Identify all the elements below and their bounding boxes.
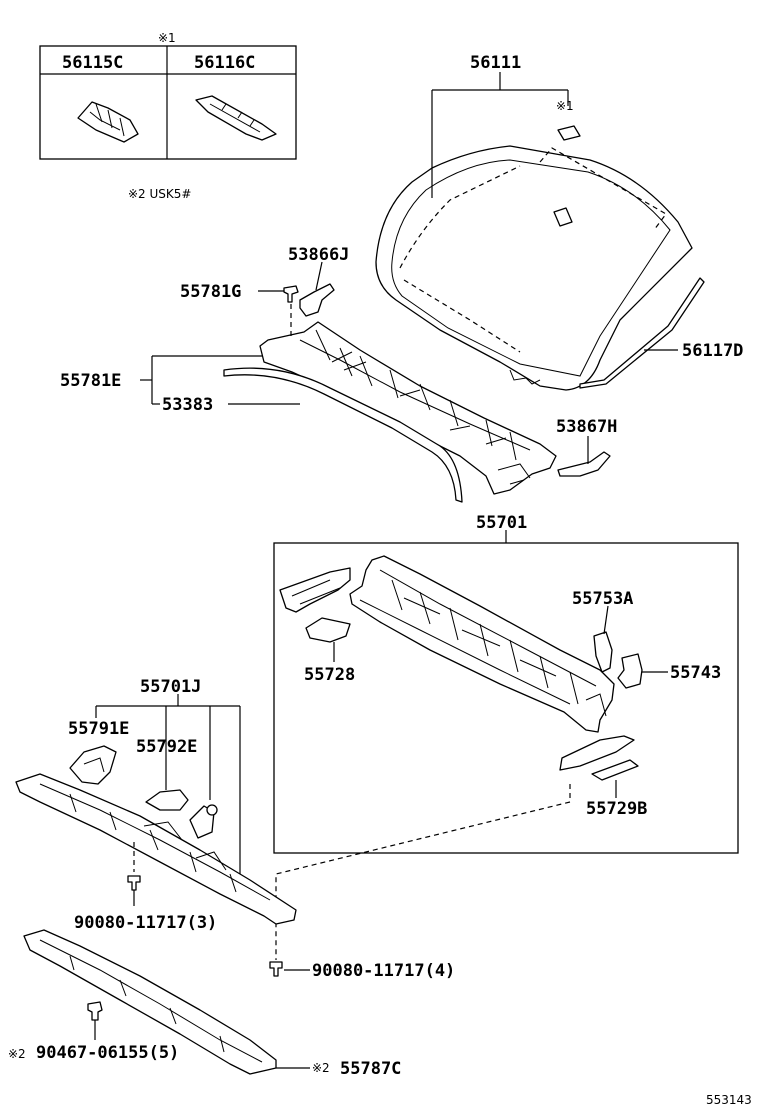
bracket-55753A	[593, 631, 613, 673]
part-label-55781E[interactable]: 55781E	[60, 371, 121, 391]
part-label-55701[interactable]: 55701	[476, 513, 527, 533]
bracket-55792E	[145, 738, 189, 811]
bracket-small-55701J	[189, 804, 218, 839]
cowl-inner-panel-55701J	[15, 773, 297, 925]
diagram-id: 553143	[706, 1093, 752, 1107]
bracket-55728-lower	[305, 617, 351, 643]
bolt-90080-4	[269, 961, 283, 977]
cowl-seal-53383	[223, 367, 463, 503]
part-label-53867H[interactable]: 53867H	[556, 417, 617, 437]
clip-55781G	[283, 285, 299, 303]
cowl-panel-55701-drawing	[349, 555, 615, 733]
seal-53867H	[557, 451, 611, 477]
part-label-55791E[interactable]: 55791E	[68, 719, 129, 739]
clip-inset-box: ※1 56115C 56116C	[39, 31, 297, 160]
part-label-55728[interactable]: 55728	[304, 665, 355, 685]
note2-cowl-label: ※2	[312, 1061, 330, 1075]
part-label-55729B[interactable]: 55729B	[586, 799, 647, 819]
part-label-56116C[interactable]: 56116C	[194, 53, 255, 73]
part-label-55787C[interactable]: 55787C	[340, 1059, 401, 1079]
part-label-90080-11717-4[interactable]: 90080-11717(4)	[312, 961, 455, 981]
part-label-55792E[interactable]: 55792E	[136, 737, 197, 757]
part-label-53866J[interactable]: 53866J	[288, 245, 349, 265]
part-label-55743[interactable]: 55743	[670, 663, 721, 683]
bracket-55791E	[69, 745, 117, 785]
part-label-56115C[interactable]: 56115C	[62, 53, 123, 73]
bolt-90080-3	[127, 875, 141, 891]
part-label-56117D[interactable]: 56117D	[682, 341, 743, 361]
bracket-53866J	[299, 283, 335, 317]
part-label-56111[interactable]: 56111	[470, 53, 521, 73]
windshield-glass	[375, 125, 693, 391]
bracket-55729B	[559, 735, 639, 781]
bolt-90467	[87, 1001, 103, 1021]
part-label-55701J[interactable]: 55701J	[140, 677, 201, 697]
note1-top-label: ※1	[158, 31, 176, 45]
part-label-55753A[interactable]: 55753A	[572, 589, 633, 609]
part-label-90080-11717-3[interactable]: 90080-11717(3)	[74, 913, 217, 933]
moulding-56117D	[579, 277, 705, 389]
part-label-55781G[interactable]: 55781G	[180, 282, 241, 302]
part-label-90467-06155-5[interactable]: 90467-06155(5)	[36, 1043, 179, 1063]
bracket-55743	[617, 653, 643, 689]
note2-bolt-label: ※2	[8, 1047, 26, 1061]
bracket-55728-upper	[279, 567, 351, 613]
cowl-panel-box-55701: 55701 55728 55753A	[273, 513, 739, 854]
clip-56115C-drawing	[77, 101, 139, 143]
note1-glass-label: ※1	[556, 99, 574, 113]
part-label-53383[interactable]: 53383	[162, 395, 213, 415]
note2-usk5-label: ※2 USK5#	[128, 187, 191, 201]
clip-56116C-drawing	[195, 95, 277, 141]
